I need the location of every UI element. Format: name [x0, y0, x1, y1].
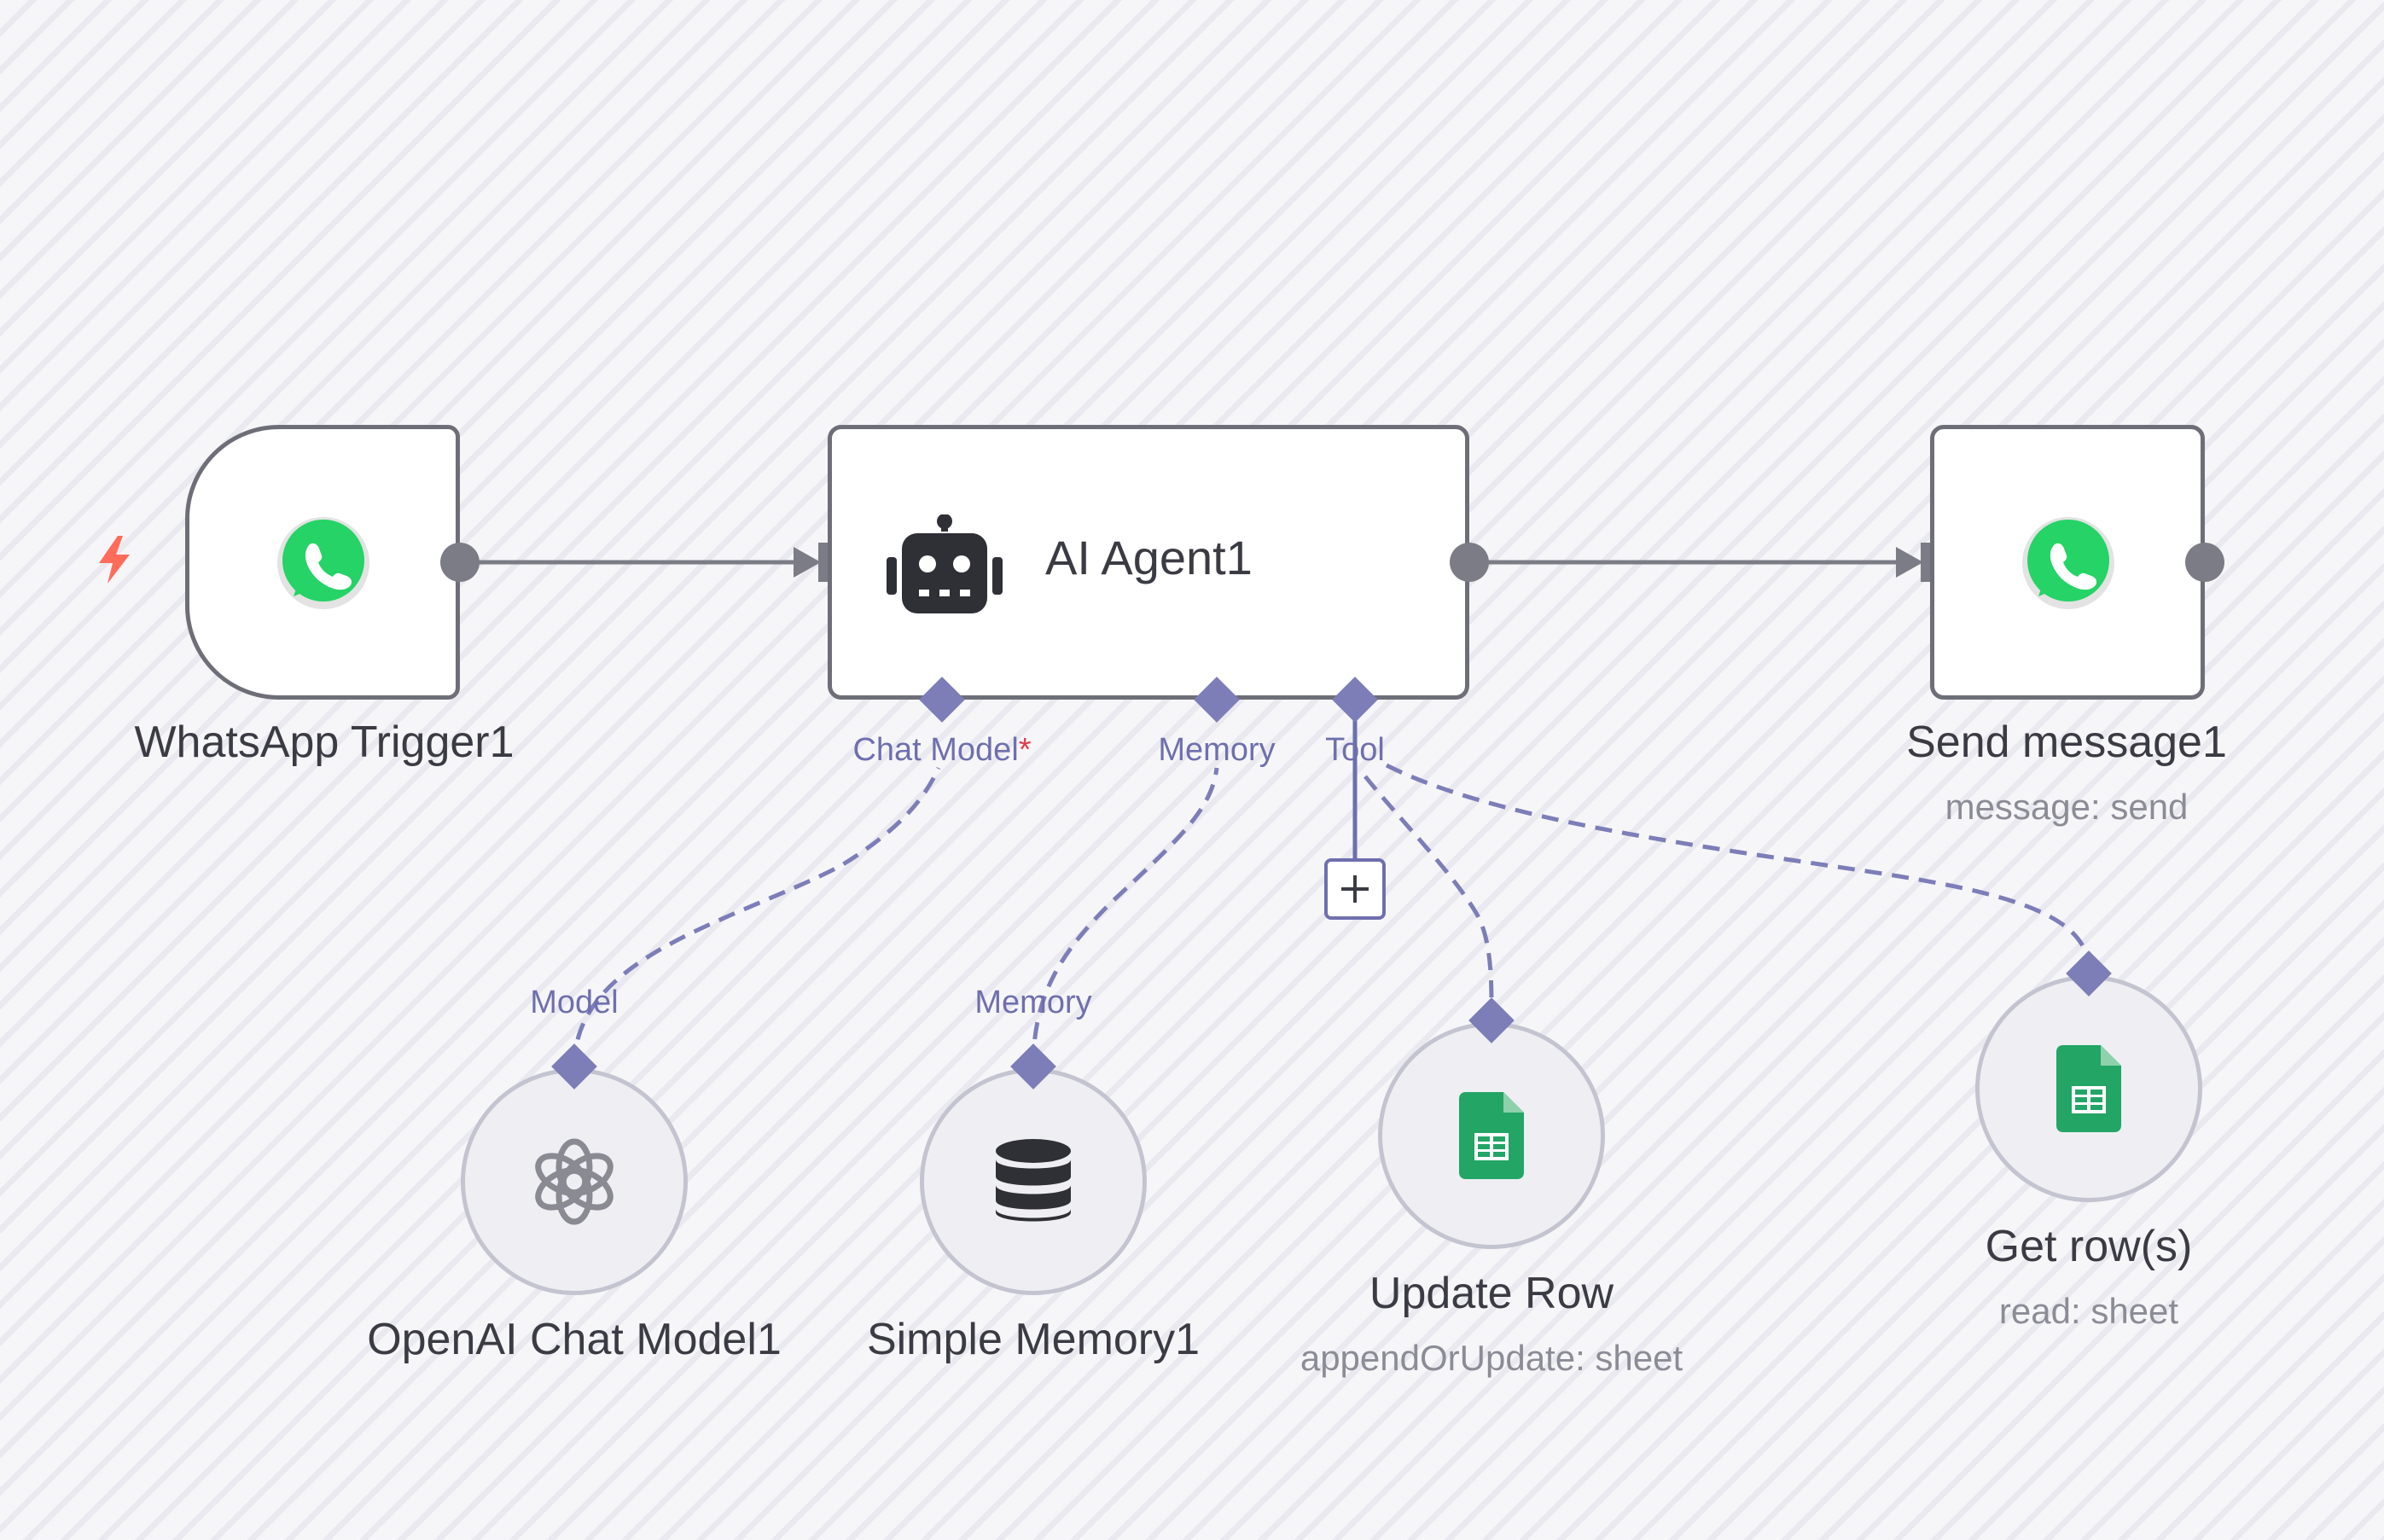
- whatsapp-icon: [2020, 514, 2117, 612]
- arrowhead-agent-input: [794, 547, 821, 578]
- google-sheets-icon: [2056, 1045, 2121, 1132]
- whatsapp-icon: [275, 514, 372, 612]
- openai-chat-model-node[interactable]: [461, 1068, 688, 1295]
- required-mark: *: [1018, 732, 1032, 768]
- openai-chat-model-label: OpenAI Chat Model1: [367, 1315, 782, 1364]
- edge-memory[interactable]: [1031, 767, 1219, 1067]
- update-row-label: Update Row: [1369, 1269, 1614, 1318]
- model-port-label: Model: [530, 985, 619, 1020]
- memory-input-port-label: Memory: [974, 985, 1092, 1020]
- whatsapp-trigger-label: WhatsApp Trigger1: [134, 718, 515, 767]
- arrowhead-send-input: [1896, 547, 1923, 578]
- trigger-output-handle[interactable]: [440, 543, 480, 582]
- send-output-handle[interactable]: [2185, 543, 2224, 582]
- memory-port-label: Memory: [1158, 732, 1276, 768]
- send-message-label: Send message1: [1906, 718, 2227, 767]
- ai-agent-node[interactable]: AI Agent1: [828, 425, 1469, 700]
- lightning-bolt-icon: [92, 534, 137, 585]
- tool-port-label: Tool: [1325, 732, 1385, 768]
- ai-agent-label: AI Agent1: [1045, 531, 1253, 584]
- update-row-subtitle: appendOrUpdate: sheet: [1300, 1338, 1683, 1378]
- edge-tool-get-rows[interactable]: [1385, 763, 2091, 965]
- send-message-subtitle: message: send: [1945, 787, 2189, 827]
- robot-icon: [885, 514, 1004, 615]
- edge-chat-model[interactable]: [572, 766, 941, 1067]
- plus-icon: [1341, 875, 1369, 903]
- update-row-node[interactable]: [1378, 1022, 1605, 1249]
- openai-icon: [535, 1138, 613, 1225]
- simple-memory-label: Simple Memory1: [866, 1315, 1201, 1364]
- chat-model-port-label: Chat Model*: [852, 732, 1031, 769]
- chat-model-port-text: Chat Model: [852, 732, 1019, 768]
- edge-tool-update-row[interactable]: [1364, 775, 1494, 1012]
- simple-memory-node[interactable]: [920, 1068, 1147, 1295]
- send-message-node[interactable]: [1930, 425, 2205, 700]
- agent-output-handle[interactable]: [1450, 543, 1489, 582]
- add-tool-button[interactable]: [1324, 858, 1386, 920]
- get-rows-subtitle: read: sheet: [1998, 1291, 2179, 1331]
- get-rows-label: Get row(s): [1985, 1222, 2193, 1271]
- get-rows-node[interactable]: [1975, 975, 2202, 1202]
- whatsapp-trigger-node[interactable]: [185, 425, 460, 700]
- google-sheets-icon: [1459, 1092, 1524, 1179]
- database-icon: [996, 1139, 1071, 1222]
